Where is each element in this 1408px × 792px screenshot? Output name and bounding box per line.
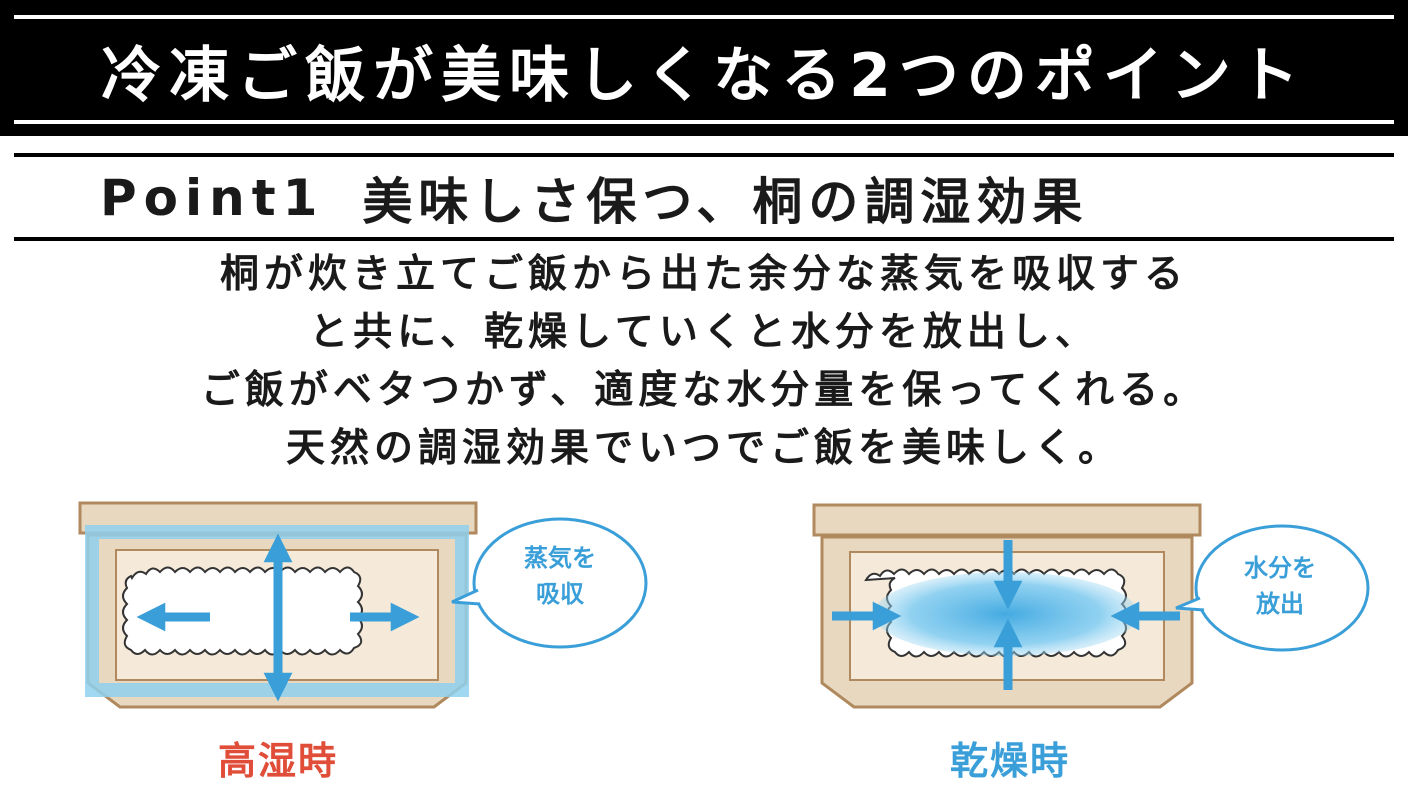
box-lid xyxy=(78,501,478,535)
rice xyxy=(122,566,363,656)
box-body xyxy=(820,535,1194,709)
description-line: 桐が炊き立てご飯から出た余分な蒸気を吸収する xyxy=(219,252,1188,297)
point-top-rule xyxy=(14,153,1394,157)
banner-bottom-line xyxy=(14,120,1394,124)
point-label: Point1 xyxy=(100,169,325,227)
high-humidity-caption: 高湿時 xyxy=(218,739,339,783)
box-tray xyxy=(849,551,1165,681)
description-line: 天然の調湿効果でいつでご飯を美味しく。 xyxy=(285,426,1122,471)
banner-top-line xyxy=(14,15,1394,19)
box-tray xyxy=(115,549,439,681)
box-body xyxy=(86,533,468,709)
bubble-line: 放出 xyxy=(1256,590,1304,618)
bubble-line: 蒸気を xyxy=(524,544,596,572)
point-title: 美味しさ保つ、桐の調湿効果 xyxy=(362,173,1089,231)
dry-caption: 乾燥時 xyxy=(950,739,1071,783)
humid-bubble-text: 蒸気を 吸収 xyxy=(480,540,640,612)
bubble-line: 吸収 xyxy=(536,580,584,608)
absorption-outline xyxy=(85,525,469,697)
moisture-cloud xyxy=(874,572,1138,656)
description-line: ご飯がベタつかず、適度な水分量を保ってくれる。 xyxy=(200,368,1208,413)
point-heading: Point1 美味しさ保つ、桐の調湿効果 xyxy=(100,162,1088,234)
point-bottom-rule xyxy=(14,237,1394,241)
banner-title: 冷凍ご飯が美味しくなる2つのポイント xyxy=(101,40,1307,111)
title-banner: 冷凍ご飯が美味しくなる2つのポイント xyxy=(0,0,1408,136)
box-lid xyxy=(812,503,1202,537)
description-line: と共に、乾燥していくと水分を放出し、 xyxy=(309,310,1099,355)
speech-bubble-tail xyxy=(451,588,481,606)
rice xyxy=(864,568,1127,658)
description: 桐が炊き立てご飯から出た余分な蒸気を吸収する と共に、乾燥していくと水分を放出し… xyxy=(0,246,1408,478)
dry-bubble-text: 水分を 放出 xyxy=(1200,550,1360,622)
bubble-line: 水分を xyxy=(1244,554,1316,582)
